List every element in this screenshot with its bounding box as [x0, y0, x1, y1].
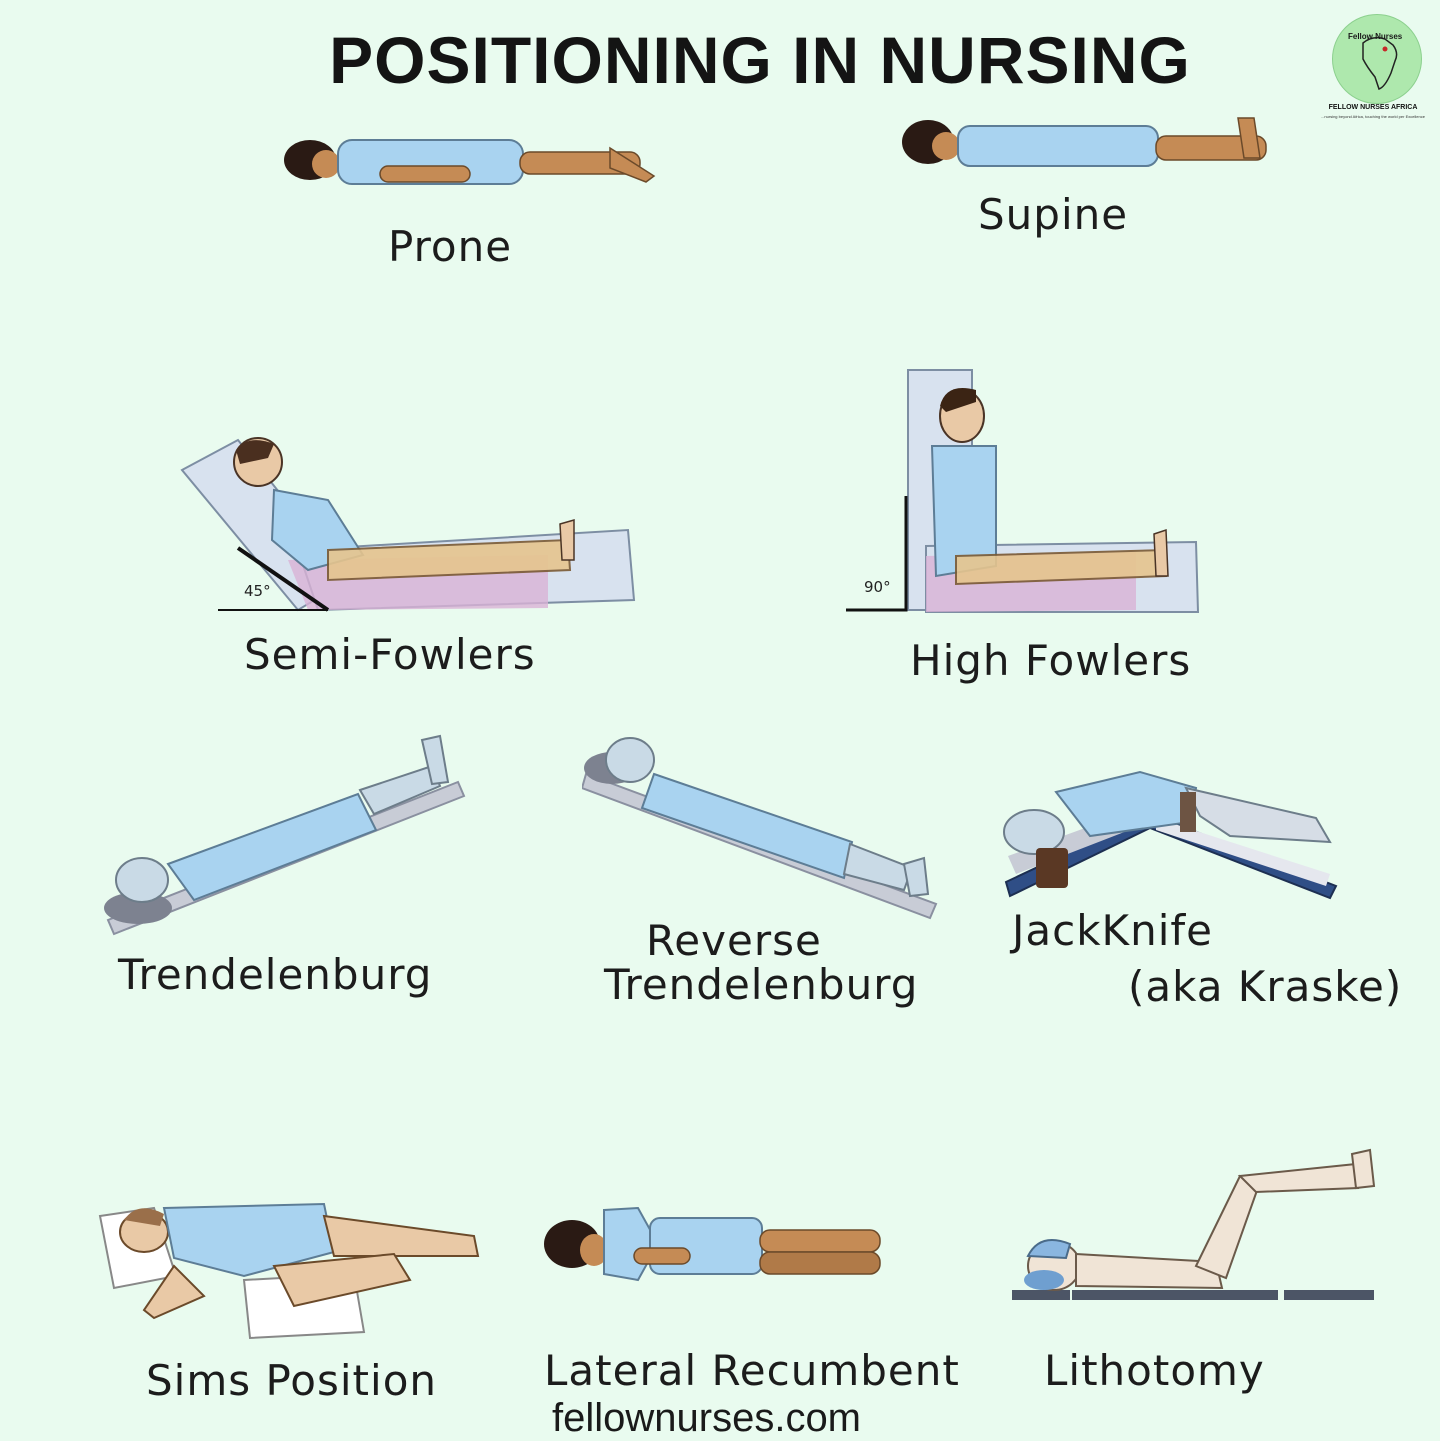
label-jackknife-line2: (aka Kraske) [1128, 962, 1403, 1011]
logo: Fellow Nurses FELLOW NURSES AFRICA ...nu… [1318, 14, 1428, 124]
lateral-recumbent-illustration [544, 1206, 881, 1282]
label-lateral-recumbent: Lateral Recumbent [544, 1346, 960, 1395]
label-jackknife-line1: JackKnife [1012, 906, 1213, 955]
trendelenburg-illustration [104, 734, 466, 936]
logo-badge-text: Fellow Nurses [1348, 32, 1403, 41]
logo-name: FELLOW NURSES AFRICA [1328, 104, 1418, 111]
footer-website[interactable]: fellownurses.com [552, 1396, 862, 1440]
page-title: POSITIONING IN NURSING [329, 23, 1191, 97]
label-reverse-line1: Reverse [646, 916, 822, 965]
label-sims: Sims Position [146, 1356, 438, 1405]
prone-illustration [284, 139, 656, 185]
label-prone: Prone [388, 222, 513, 271]
logo-badge [1332, 14, 1422, 104]
high-fowlers-angle: 90° [864, 578, 891, 596]
label-high-fowlers: High Fowlers [910, 636, 1192, 685]
label-semi-fowlers: Semi-Fowlers [244, 630, 536, 679]
label-reverse-line2: Trendelenburg [604, 960, 919, 1009]
high-fowlers-illustration: 90° [846, 369, 1200, 613]
reverse-trendelenburg-illustration [582, 737, 938, 920]
lithotomy-illustration [1012, 1148, 1376, 1300]
label-supine: Supine [978, 190, 1129, 239]
label-trendelenburg: Trendelenburg [118, 950, 433, 999]
label-lithotomy: Lithotomy [1044, 1346, 1265, 1395]
sims-illustration [98, 1202, 480, 1340]
africa-map-icon [1362, 36, 1398, 90]
supine-illustration [902, 117, 1267, 167]
semi-fowlers-illustration: 45° [180, 437, 636, 612]
logo-tagline: ...nursing beyond Africa, touching the w… [1321, 114, 1425, 119]
jackknife-illustration [1003, 770, 1338, 900]
semi-fowlers-angle: 45° [244, 582, 271, 600]
